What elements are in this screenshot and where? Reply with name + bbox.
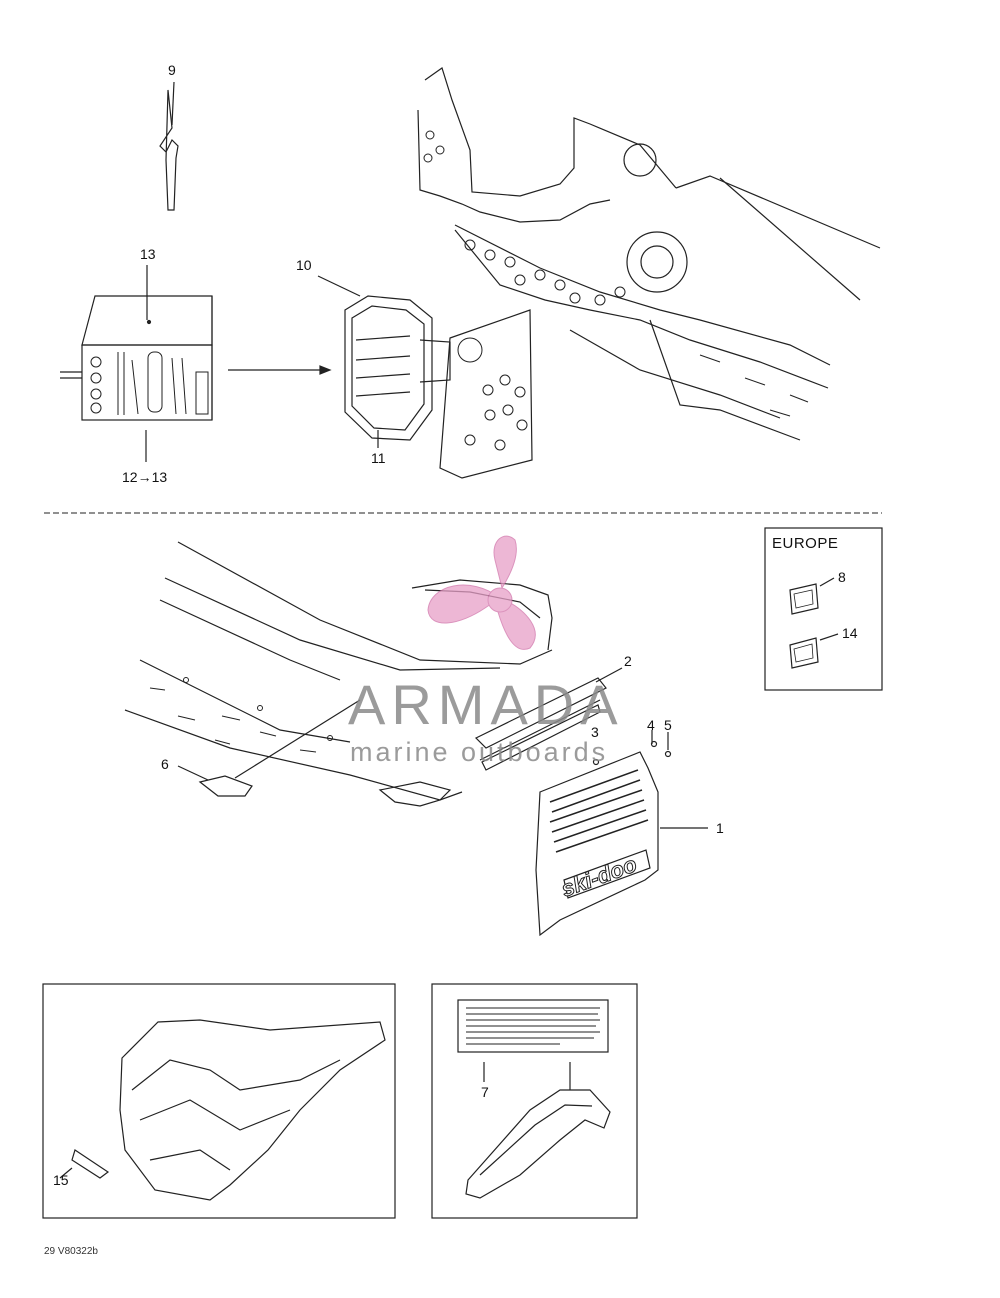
tool-holder-part xyxy=(317,275,451,448)
callout-5: 5 xyxy=(664,717,672,733)
chassis-frame xyxy=(417,67,881,479)
callout-9: 9 xyxy=(168,62,176,78)
callout-8: 8 xyxy=(838,569,846,585)
europe-label: EUROPE xyxy=(772,535,839,552)
callout-3: 3 xyxy=(591,724,599,740)
bracket-part xyxy=(474,667,672,771)
callout-14: 14 xyxy=(842,625,858,641)
watermark-brand: ARMADA xyxy=(348,673,624,736)
callout-2: 2 xyxy=(624,653,632,669)
inset-15 xyxy=(42,983,396,1219)
callout-10: 10 xyxy=(296,257,312,273)
footer-code: 29 V80322b xyxy=(44,1246,98,1257)
callout-11: 11 xyxy=(371,450,386,466)
wrench-part xyxy=(159,81,179,211)
inset-7 xyxy=(431,983,638,1219)
snow-flap-part xyxy=(535,751,708,937)
europe-inset xyxy=(764,527,883,691)
tool-kit-part xyxy=(60,265,213,462)
callout-13: 13 xyxy=(140,246,156,262)
callout-7: 7 xyxy=(481,1084,489,1100)
watermark-logo xyxy=(427,535,536,650)
callout-4: 4 xyxy=(647,717,655,733)
callout-12-13: 12→13 xyxy=(122,469,168,485)
rear-tunnel xyxy=(124,541,553,807)
callout-1: 1 xyxy=(716,820,724,836)
watermark-subtitle: marine outboards xyxy=(350,737,609,767)
callout-6: 6 xyxy=(161,756,169,772)
arrow-connector xyxy=(228,365,332,375)
callout-15: 15 xyxy=(53,1172,69,1188)
